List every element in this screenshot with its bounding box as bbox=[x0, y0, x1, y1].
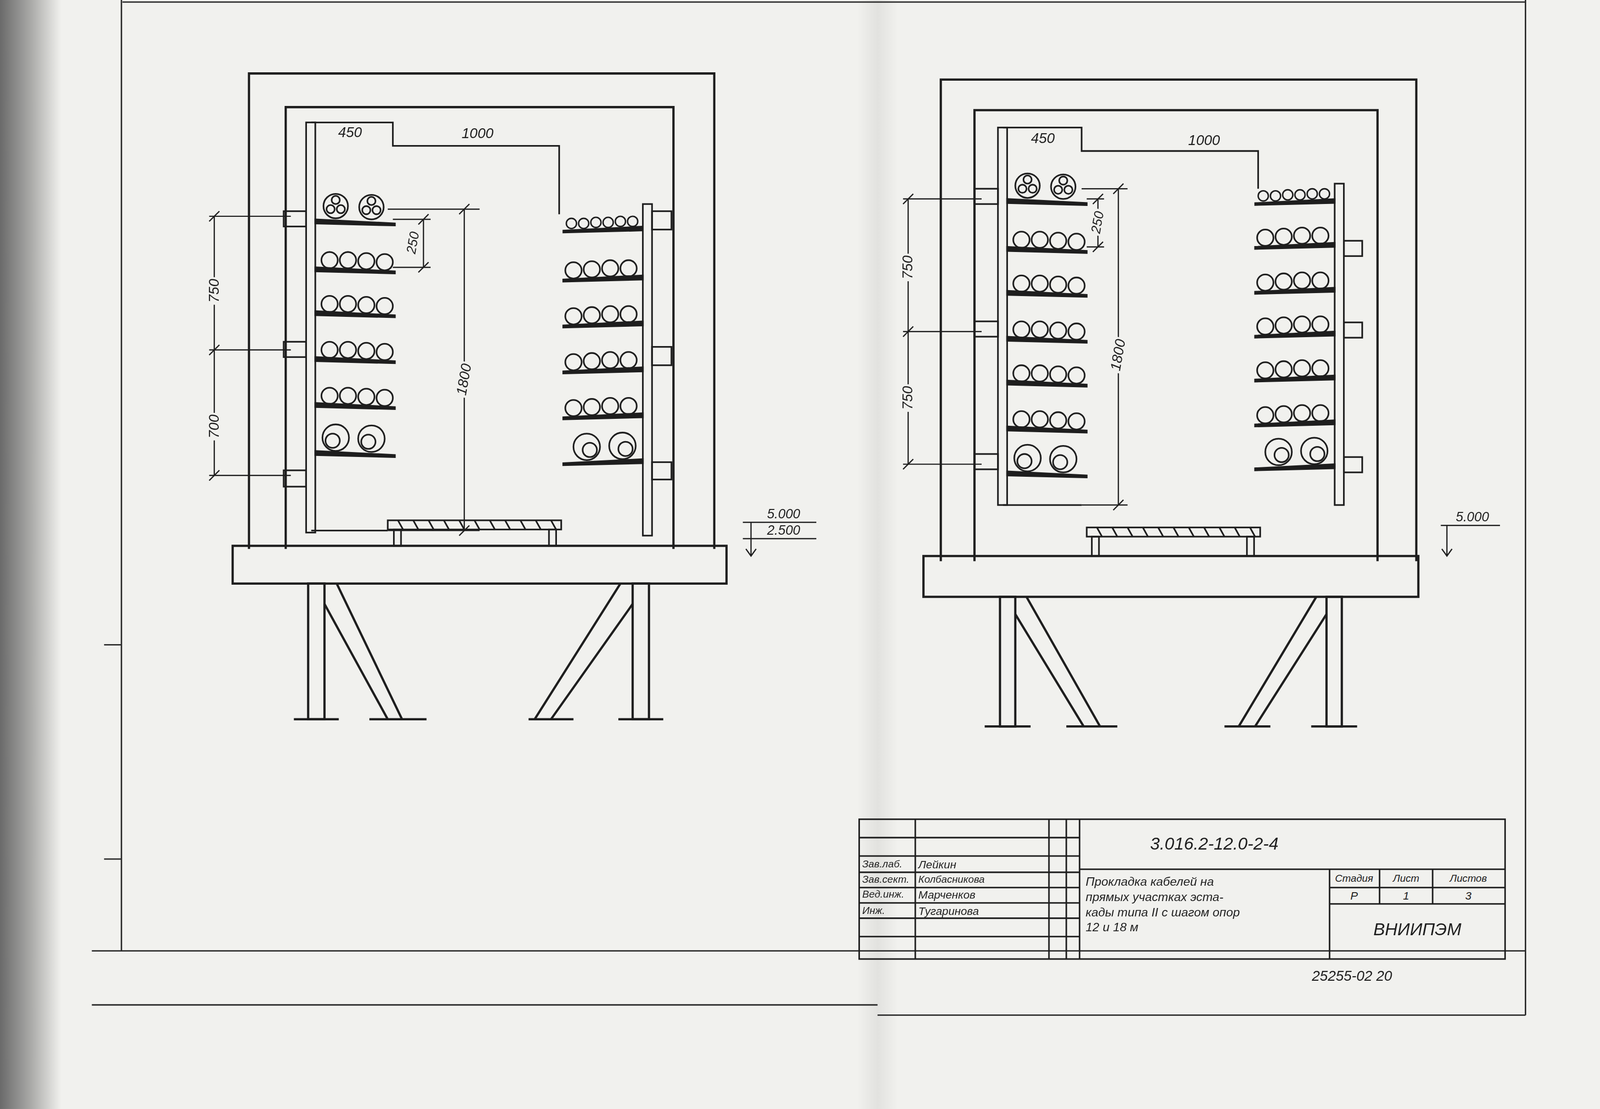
dimension-label: 750 bbox=[900, 253, 917, 282]
sheet-value: 3 bbox=[1463, 889, 1474, 902]
dimension-label: 1800 bbox=[1107, 336, 1130, 375]
title-block-role: Зав.лаб. bbox=[862, 857, 903, 870]
title-block-role: Зав.сект. bbox=[862, 873, 910, 885]
dimension-label: 700 bbox=[206, 412, 223, 441]
title-block-name: Колбасникова bbox=[918, 873, 985, 885]
dimension-label: 750 bbox=[206, 276, 223, 305]
title-block-role: Инж. bbox=[862, 904, 886, 917]
elevation-mark: 5.000 bbox=[764, 506, 802, 522]
dimension-label: 1000 bbox=[459, 125, 496, 142]
sheet-value: Р bbox=[1348, 889, 1360, 902]
drawing-title: Прокладка кабелей на прямых участках эст… bbox=[1085, 874, 1254, 936]
dimension-label: 750 bbox=[900, 383, 917, 412]
title-block-role: Вед.инж. bbox=[862, 888, 905, 900]
sheet-header: Стадия bbox=[1333, 872, 1376, 885]
document-code: 3.016.2-12.0-2-4 bbox=[1148, 835, 1281, 855]
dimension-label: 450 bbox=[336, 124, 364, 141]
archive-number: 25255-02 20 bbox=[1309, 968, 1395, 985]
dimension-label: 1800 bbox=[453, 360, 476, 399]
dimension-label: 1000 bbox=[1186, 133, 1222, 150]
title-block-name: Лейкин bbox=[918, 857, 957, 871]
organization-name: ВНИИПЭМ bbox=[1371, 920, 1464, 941]
dimension-label: 250 bbox=[1088, 208, 1108, 237]
elevation-mark: 2.500 bbox=[764, 523, 802, 538]
sheet-header: Листов bbox=[1447, 872, 1489, 885]
title-block-name: Тугаринова bbox=[918, 904, 979, 918]
dimension-label: 250 bbox=[403, 228, 423, 257]
elevation-mark: 5.000 bbox=[1453, 509, 1492, 525]
dimension-label: 450 bbox=[1028, 130, 1057, 147]
title-block-name: Марченков bbox=[918, 888, 976, 901]
sheet-header: Лист bbox=[1391, 872, 1422, 885]
sheet-value: 1 bbox=[1400, 889, 1412, 902]
